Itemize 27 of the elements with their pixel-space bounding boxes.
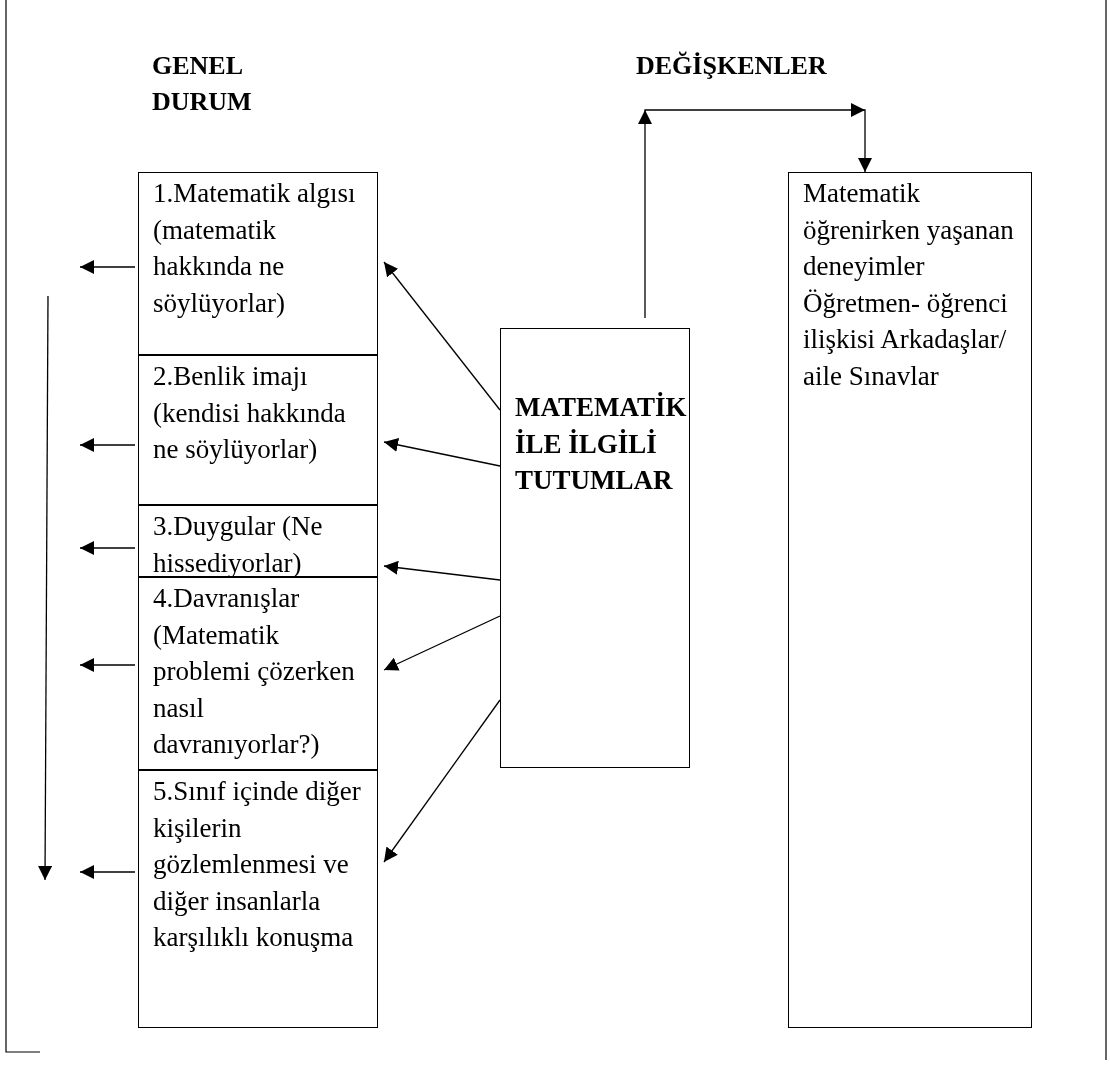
variables-box — [788, 172, 1032, 1028]
arrow — [79, 658, 136, 672]
box-text: 4.Davranışlar (Matematik problemi çözerken nasıl davranıyorlar?) — [153, 582, 356, 761]
arrow — [383, 699, 501, 863]
box-text: 5.Sınıf içinde diğer kişilerin gözlemlenmesi ve diğer insanlarla karşılıklı konuşma — [153, 775, 362, 954]
box-text: Matematik öğrenirken yaşanan deneyimler Öğretmen- öğrenci ilişkisi Arkadaşlar/ aile Sınavlar — [803, 177, 1015, 393]
box-title: MATEMATİK İLE İLGİLİ TUTUMLAR — [515, 391, 685, 497]
arrow — [383, 261, 501, 411]
arrow — [79, 865, 136, 879]
category-box — [138, 577, 378, 770]
arrow — [383, 438, 501, 467]
category-box — [138, 355, 378, 505]
arrow — [383, 615, 501, 671]
arrow — [79, 438, 136, 452]
category-box — [138, 505, 378, 577]
box-text: 2.Benlik imajı (kendisi hakkında ne söylüyorlar) — [153, 360, 347, 466]
box-text: 3.Duygular (Ne hissediyorlar) — [153, 510, 324, 580]
arrow — [79, 541, 136, 555]
category-box — [138, 770, 378, 1028]
column-heading: DEĞİŞKENLER — [636, 50, 827, 82]
attitude-box — [500, 328, 690, 768]
column-heading: GENEL DURUM — [152, 50, 253, 118]
arrow — [79, 260, 136, 274]
category-box — [138, 172, 378, 355]
arrow — [383, 560, 501, 581]
box-text: 1.Matematik algısı (matematik hakkında ne söylüyorlar) — [153, 177, 357, 320]
arrow — [638, 103, 872, 319]
